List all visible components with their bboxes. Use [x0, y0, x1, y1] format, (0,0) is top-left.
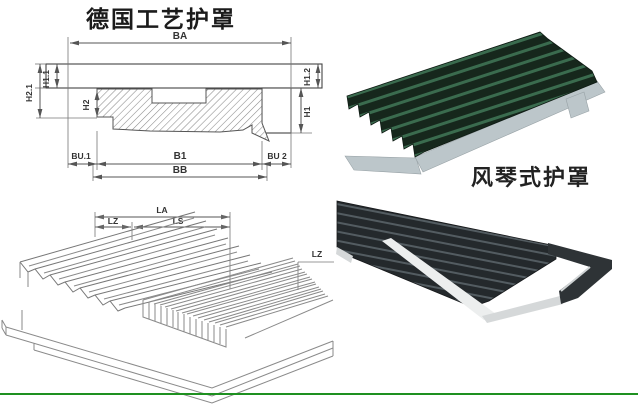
machine-base — [1, 299, 334, 404]
compressed-pleats — [142, 257, 329, 348]
dim-ls: LS — [134, 216, 230, 230]
green-bellows-photo — [344, 31, 606, 175]
svg-text:H2: H2 — [81, 99, 91, 110]
svg-text:LS: LS — [173, 216, 184, 226]
dim-h12: H1.2 — [302, 64, 321, 88]
dim-h1: H1 — [298, 88, 312, 133]
dim-ba: BA — [70, 31, 291, 46]
right-wall — [261, 87, 292, 134]
svg-text:LZ: LZ — [108, 216, 118, 226]
svg-text:LZ: LZ — [312, 249, 322, 259]
top-plate — [45, 63, 323, 89]
dim-la: LA — [95, 205, 230, 220]
black-fabric — [336, 200, 557, 308]
svg-text:H1.2: H1.2 — [302, 68, 312, 86]
svg-text:BU 2: BU 2 — [267, 151, 287, 161]
hatch-block — [96, 88, 270, 142]
photo-caption: 风琴式护罩 — [471, 165, 592, 190]
green-frame — [344, 80, 606, 175]
isometric-diagram: LA LZ LS LZ — [1, 205, 334, 404]
black-rail — [482, 296, 563, 323]
extension-lines — [35, 37, 312, 181]
black-divider — [382, 238, 496, 320]
bottom-divider-line — [0, 393, 638, 395]
svg-text:B1: B1 — [174, 151, 187, 162]
svg-text:H1: H1 — [302, 106, 312, 117]
green-fabric — [346, 31, 598, 158]
dim-bu2: BU 2 — [262, 151, 291, 167]
black-end-bracket — [548, 243, 612, 304]
dim-bu1: BU.1 — [68, 151, 97, 167]
page-title: 德国工艺护罩 — [86, 7, 236, 32]
svg-text:H2.1: H2.1 — [24, 84, 34, 102]
black-left-wedge — [336, 247, 353, 263]
svg-text:BB: BB — [173, 165, 187, 176]
svg-text:BA: BA — [173, 31, 187, 42]
cross-section-diagram: BA H1.1 H2.1 H2 H1.2 H1 BU.1 — [24, 31, 323, 181]
dim-lz-left: LZ — [95, 216, 131, 230]
dim-bb: BB — [93, 165, 267, 180]
dim-h21: H2.1 — [24, 64, 43, 118]
dim-h11: H1.1 — [41, 64, 60, 88]
dim-h2: H2 — [81, 91, 100, 117]
svg-text:LA: LA — [156, 205, 167, 215]
svg-text:H1.1: H1.1 — [41, 70, 51, 88]
black-bellows-photo — [336, 200, 612, 323]
svg-text:BU.1: BU.1 — [71, 151, 91, 161]
dim-b1: B1 — [97, 151, 262, 167]
